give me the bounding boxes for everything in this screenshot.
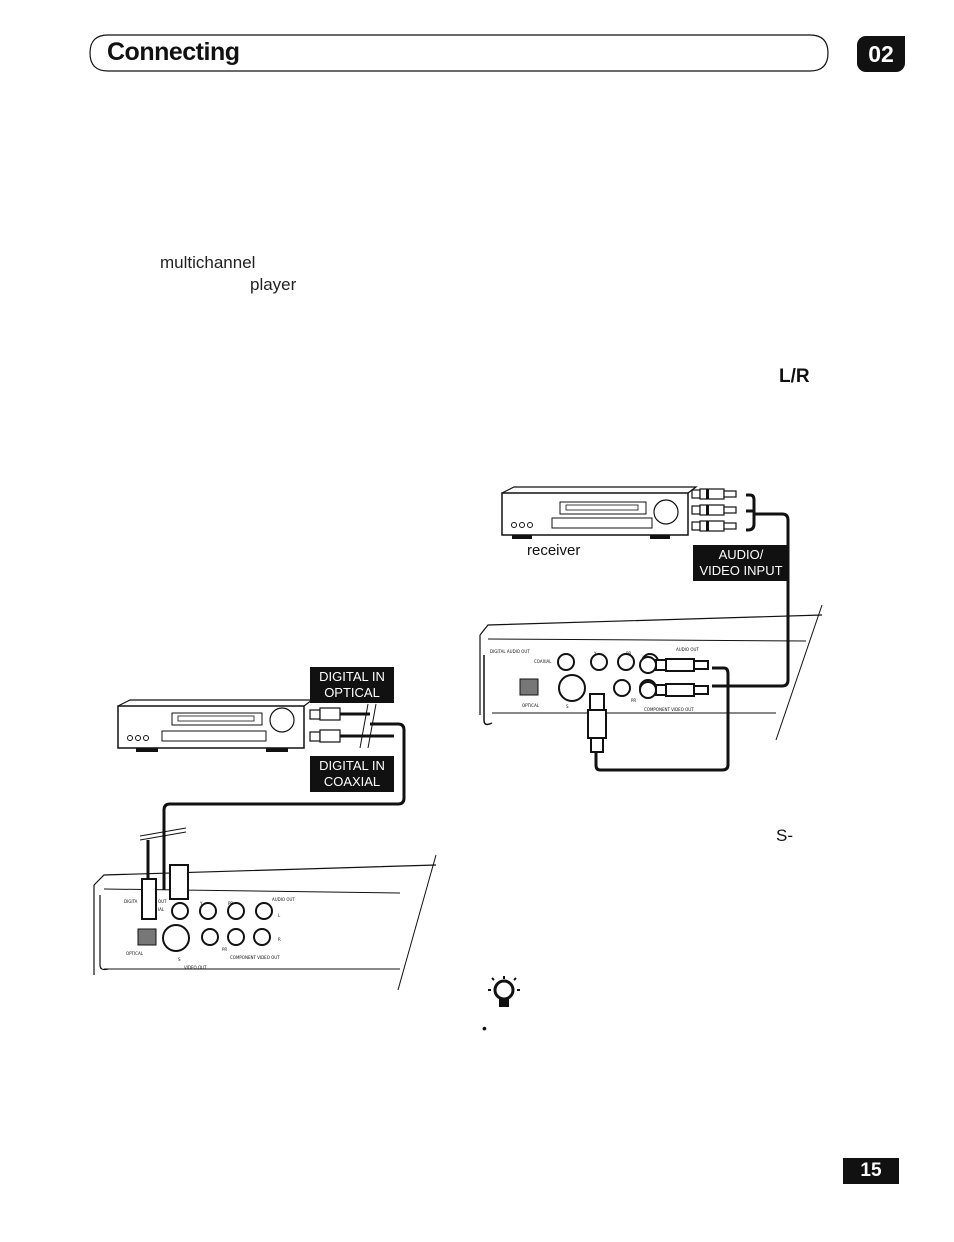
svg-text:S: S xyxy=(566,704,569,709)
text-fragment-multichannel: multichannel xyxy=(160,253,256,272)
svg-text:OPTICAL: OPTICAL xyxy=(522,703,540,708)
digital-in-coaxial-label: DIGITAL IN COAXIAL xyxy=(310,756,394,792)
digital-in-optical-label: DIGITAL IN OPTICAL xyxy=(310,667,394,703)
text-fragment-lr: L/R xyxy=(779,366,810,387)
av-cables-right xyxy=(594,493,790,772)
lightbulb-icon xyxy=(488,976,520,1007)
chapter-badge: 02 xyxy=(857,36,905,72)
svg-text:L: L xyxy=(278,913,281,918)
video-cable-plug xyxy=(587,693,607,753)
dvd-player-rear-panel-left: DIGITA OUT IAL OPTICAL Y PB PR S VIDEO O… xyxy=(93,854,437,991)
bullet-point: • xyxy=(482,1020,487,1036)
digital-cables-left xyxy=(140,703,406,890)
svg-text:VIDEO OUT: VIDEO OUT xyxy=(184,965,207,970)
svg-text:PB: PB xyxy=(228,901,233,906)
av-receiver-illustration xyxy=(501,486,698,539)
page-number: 15 xyxy=(843,1158,899,1184)
audio-video-input-label: AUDIO/ VIDEO INPUT xyxy=(693,545,789,581)
amplifier-illustration xyxy=(117,699,314,752)
rca-plugs-player xyxy=(639,656,709,699)
svg-text:OPTICAL: OPTICAL xyxy=(126,951,144,956)
text-fragment-player: player xyxy=(250,275,297,294)
svg-text:Y: Y xyxy=(593,651,597,656)
svg-text:COMPONENT VIDEO OUT: COMPONENT VIDEO OUT xyxy=(230,955,280,960)
svg-text:COAXIAL: COAXIAL xyxy=(534,659,552,664)
svg-text:PB: PB xyxy=(626,651,631,656)
svg-text:OUT: OUT xyxy=(158,899,167,904)
svg-text:DIGITAL AUDIO OUT: DIGITAL AUDIO OUT xyxy=(490,649,530,654)
svg-text:R: R xyxy=(278,937,281,942)
svg-text:PR: PR xyxy=(222,947,227,952)
svg-text:S: S xyxy=(178,957,181,962)
svg-text:AUDIO OUT: AUDIO OUT xyxy=(272,897,295,902)
text-fragment-s-video: S- xyxy=(776,826,793,845)
text-fragment-receiver: receiver xyxy=(527,542,581,559)
rca-plugs-receiver xyxy=(691,488,737,532)
svg-text:PR: PR xyxy=(631,698,636,703)
svg-text:COMPONENT VIDEO OUT: COMPONENT VIDEO OUT xyxy=(644,707,694,712)
header-frame xyxy=(89,34,829,72)
svg-text:DIGITA: DIGITA xyxy=(124,899,138,904)
section-title: Connecting xyxy=(107,38,240,66)
svg-text:IAL: IAL xyxy=(158,907,165,912)
svg-text:AUDIO OUT: AUDIO OUT xyxy=(676,647,699,652)
svg-text:Y: Y xyxy=(199,901,203,906)
dvd-player-rear-panel-right: DIGITAL AUDIO OUT COAXIAL OPTICAL Y PB P… xyxy=(479,604,823,740)
